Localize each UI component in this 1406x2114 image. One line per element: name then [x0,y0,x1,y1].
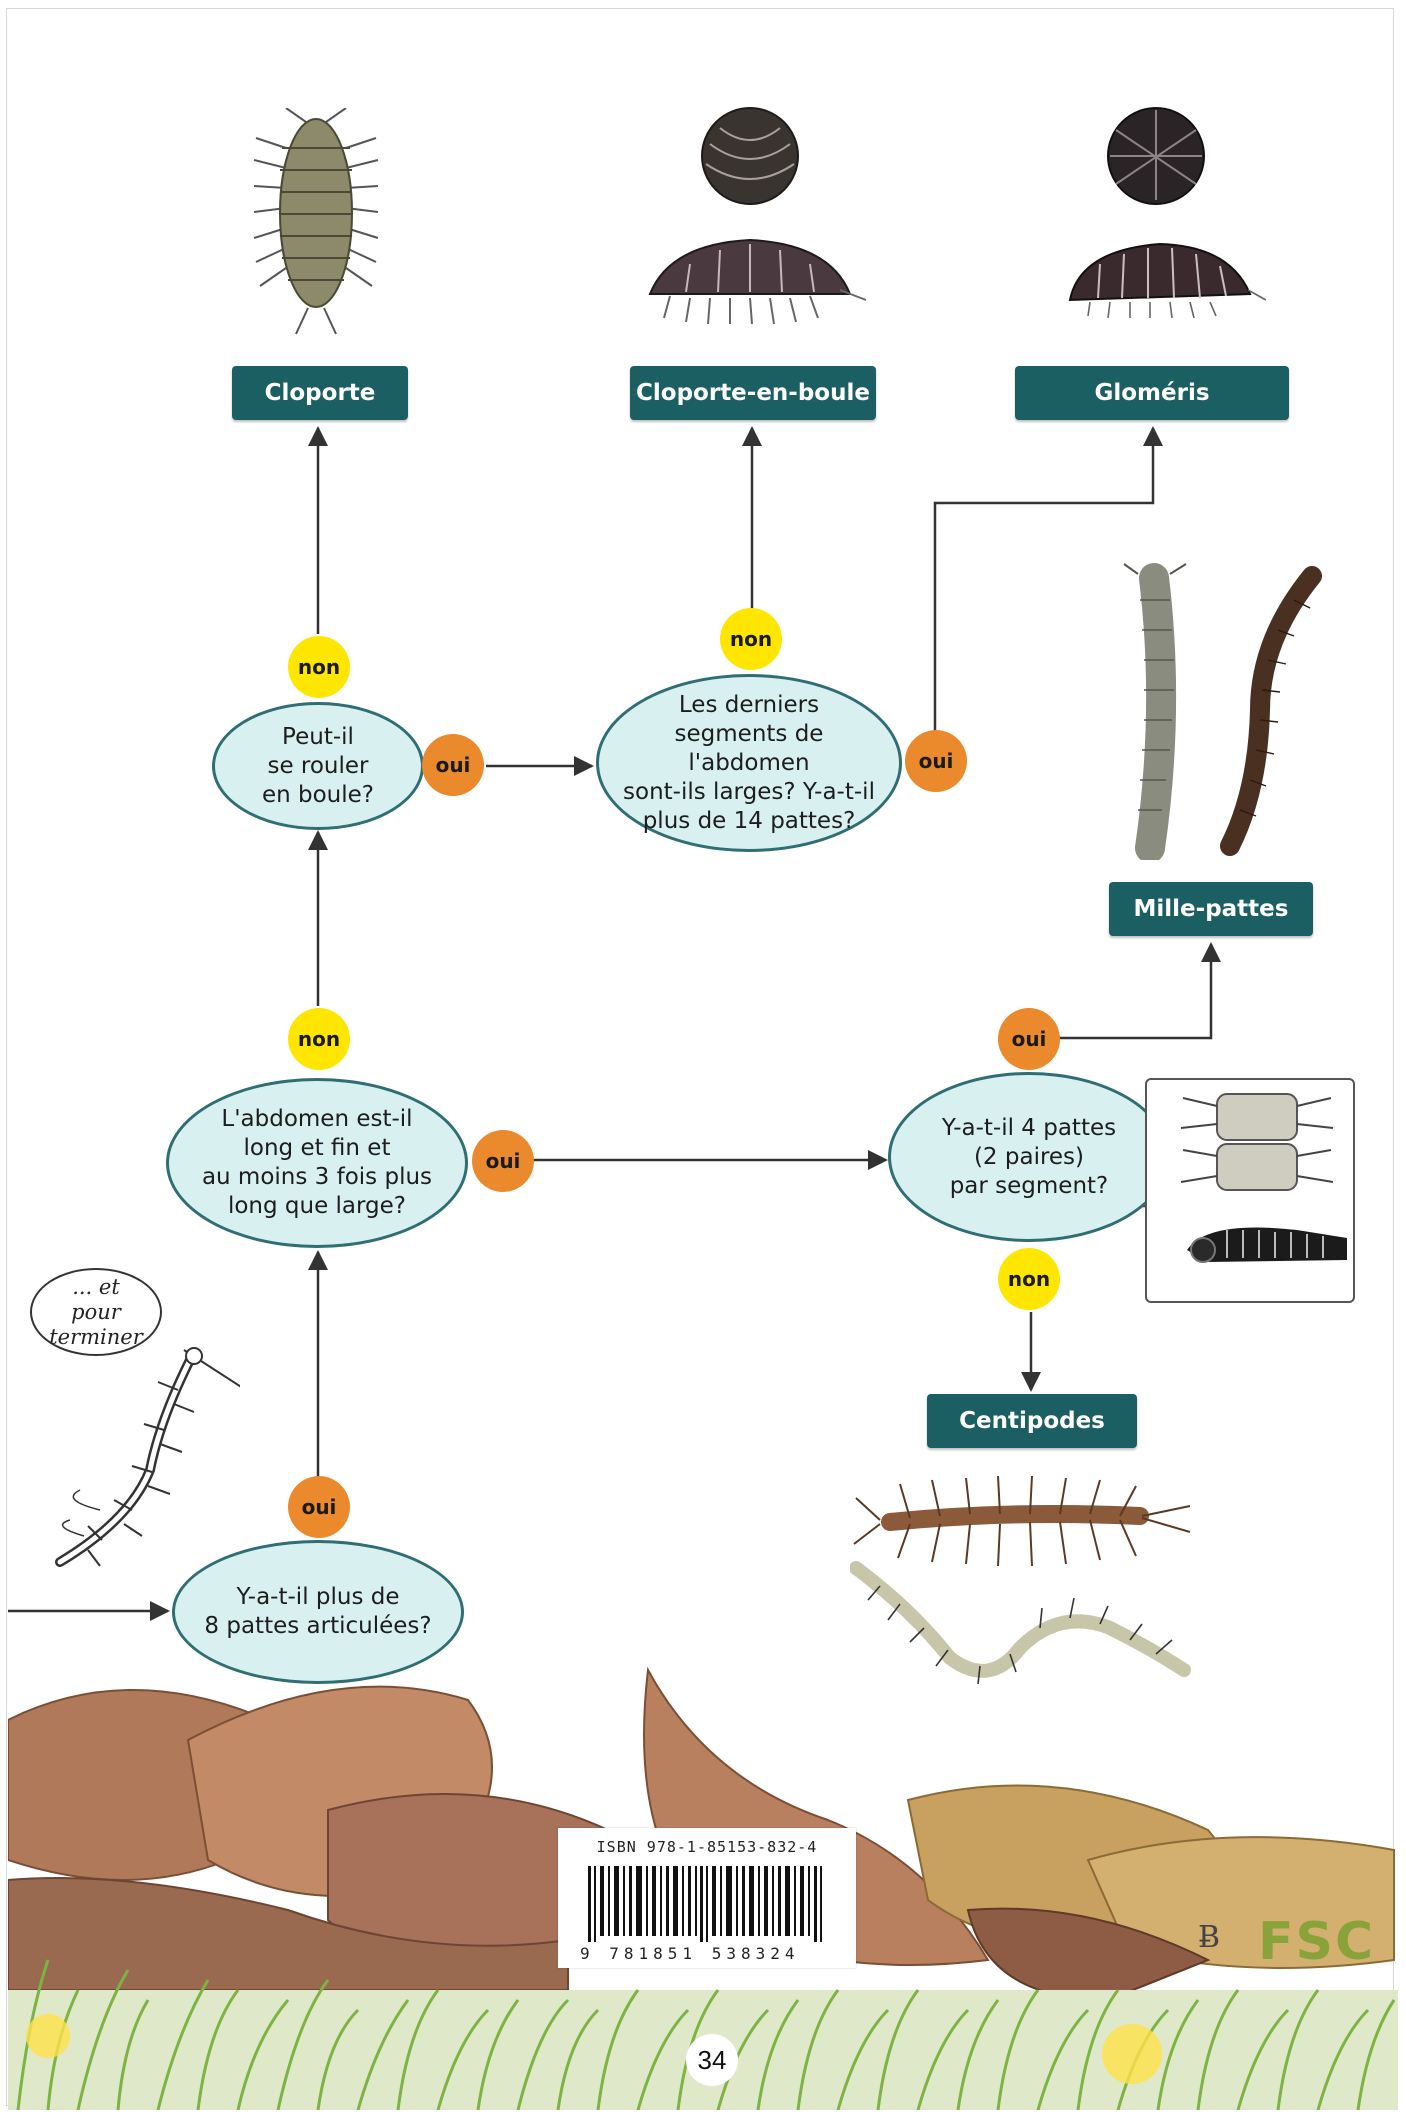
centipede-illustration [850,1458,1210,1690]
question-last-segments-wide: Les derniers segments de l'abdomen sont-… [596,674,902,852]
small-centipede-illustration [40,1300,240,1580]
badge-oui-q5: oui [998,1008,1060,1070]
arrow-q5-to-mille-pattes [1058,944,1211,1038]
result-cloporte: Cloporte [232,366,408,420]
badge-oui-q3: oui [422,734,484,796]
badge-oui-q1: oui [288,1476,350,1538]
pill-bug-illustration [640,104,870,336]
result-glomeris: Gloméris [1015,366,1289,420]
isbn-barcode: ISBN 978-1-85153-832-4 9 781851 538324 [558,1828,856,1968]
page-number: 34 [686,2034,738,2086]
question-abdomen-long-thin: L'abdomen est-il long et fin et au moins… [166,1078,468,1248]
segment-detail-illustration [1147,1080,1353,1301]
badge-oui-q4: oui [905,730,967,792]
result-centipodes: Centipodes [927,1394,1137,1448]
segment-detail-inset [1145,1078,1355,1303]
barcode-bars [588,1866,828,1942]
question-4-legs-per-segment: Y-a-t-il 4 pattes (2 paires) par segment… [888,1072,1170,1242]
fsc-logo: FSC [1258,1912,1375,1972]
badge-non-q3: non [288,636,350,698]
publisher-logo: Ƀ [1198,1920,1220,1955]
glomeris-illustration [1060,104,1270,324]
badge-oui-q2: oui [472,1130,534,1192]
badge-non-q4: non [720,608,782,670]
badge-non-q2: non [288,1008,350,1070]
woodlouse-illustration [246,108,386,338]
question-roll-into-ball: Peut-il se rouler en boule? [212,702,424,830]
result-cloporte-en-boule: Cloporte-en-boule [630,366,876,420]
isbn-label: ISBN 978-1-85153-832-4 [558,1838,856,1856]
millipede-illustration [1110,560,1336,860]
result-mille-pattes: Mille-pattes [1109,882,1313,936]
badge-non-q5: non [998,1248,1060,1310]
isbn-digits: 9 781851 538324 [580,1944,856,1963]
